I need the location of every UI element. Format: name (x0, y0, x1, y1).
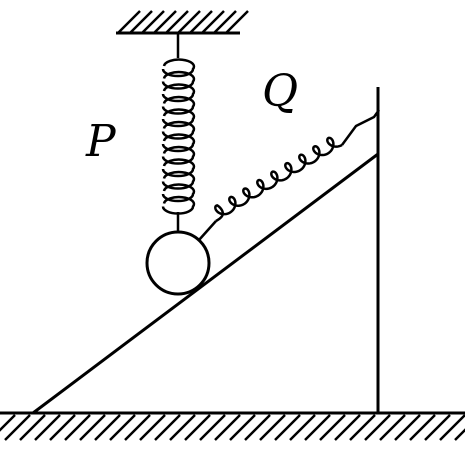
hatch-line (94, 414, 121, 441)
hatch-line (349, 414, 376, 441)
hatch-line (141, 10, 165, 34)
ball (145, 230, 211, 296)
hatch-line (139, 414, 166, 441)
hatch-line (379, 414, 406, 441)
spring-p (161, 33, 196, 232)
hatch-line (201, 10, 225, 34)
hatch-line (129, 10, 153, 34)
hatch-line (213, 10, 237, 34)
hatch-line (124, 414, 151, 441)
hatch-line (259, 414, 286, 441)
hatch-line (244, 414, 271, 441)
hatch-line (64, 414, 91, 441)
ceiling-support (116, 10, 249, 35)
hatch-line (0, 414, 16, 432)
hatch-line (169, 414, 196, 441)
hatch-line (153, 10, 177, 34)
hatch-line (454, 428, 465, 441)
hatch-line (439, 414, 465, 441)
spring-q-coils (214, 136, 343, 223)
hatch-line (177, 10, 201, 34)
hatch-line (334, 414, 361, 441)
hatch-line (274, 414, 301, 441)
hatch-line (184, 414, 211, 441)
hatch-line (49, 414, 76, 441)
hatch-line (199, 414, 226, 441)
spring-p-label: P (85, 116, 117, 167)
spring-q-label: Q (262, 66, 298, 117)
hatch-line (289, 414, 316, 441)
ground (0, 411, 465, 441)
hatch-line (394, 414, 421, 441)
hatch-line (34, 414, 61, 441)
hatch-line (225, 10, 249, 34)
ceiling-hatching (117, 10, 249, 34)
hatch-line (214, 414, 241, 441)
hatch-line (189, 10, 213, 34)
hatch-line (4, 414, 31, 441)
hatch-line (109, 414, 136, 441)
ground-hatching (0, 414, 465, 441)
hatch-line (19, 414, 46, 441)
hatch-line (117, 10, 141, 34)
spring-q-wall-rod (340, 109, 381, 146)
hatch-line (409, 414, 436, 441)
spring-p-coils (161, 58, 196, 215)
hatch-line (424, 414, 451, 441)
incline-surface (32, 152, 379, 415)
spring-q-ball-rod (198, 220, 217, 241)
hatch-line (79, 414, 106, 441)
hatch-line (165, 10, 189, 34)
hatch-line (319, 414, 346, 441)
hatch-line (304, 414, 331, 441)
hatch-line (229, 414, 256, 441)
hatch-line (154, 414, 181, 441)
hatch-line (364, 414, 391, 441)
